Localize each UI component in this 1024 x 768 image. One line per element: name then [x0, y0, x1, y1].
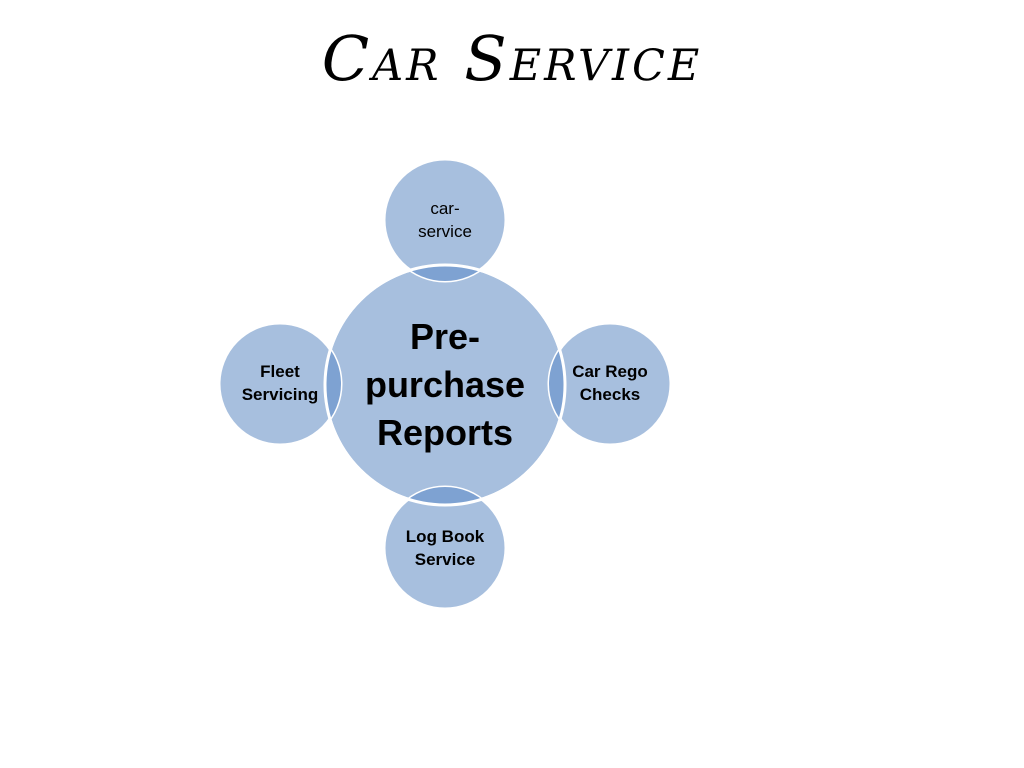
right-circle-label: Car Rego Checks: [572, 362, 648, 404]
top-circle-label: car- service: [418, 199, 472, 241]
left-circle-label: Fleet Servicing: [241, 362, 319, 404]
center-circle-label: Pre- purchase Reports: [364, 316, 526, 453]
slide-title: Car Service: [321, 22, 703, 95]
bottom-circle-label: Log Book Service: [405, 527, 485, 569]
